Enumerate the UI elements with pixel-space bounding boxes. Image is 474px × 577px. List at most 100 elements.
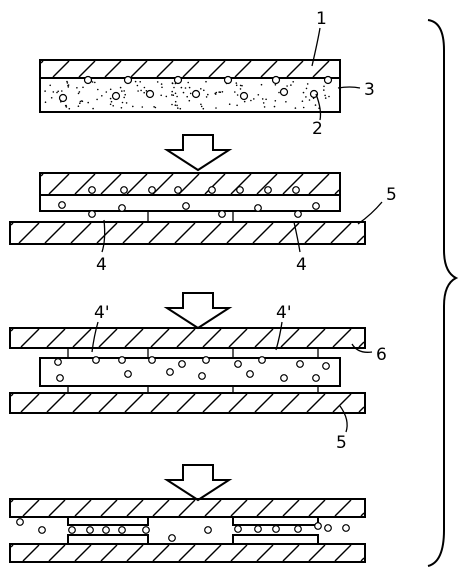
label-4prime-right: 4' (276, 303, 292, 323)
speck (143, 86, 146, 89)
hatch-line (176, 393, 196, 413)
speck (174, 104, 177, 106)
speck (274, 84, 277, 86)
particle (58, 93, 68, 103)
speck (140, 89, 142, 92)
particle (124, 370, 132, 378)
label-3: 3 (364, 80, 375, 100)
speck (91, 81, 94, 83)
speck (171, 103, 173, 106)
particle (296, 360, 304, 368)
speck (189, 92, 192, 95)
particle (118, 526, 126, 534)
hatch-line (330, 222, 352, 244)
speck (180, 86, 183, 89)
speck (141, 106, 144, 108)
speck (77, 105, 80, 107)
step3-upper-sheet (9, 327, 366, 349)
hatch-line (48, 173, 70, 195)
particle (83, 75, 93, 85)
speck (324, 94, 326, 97)
step1-dispersion-layer (39, 77, 341, 113)
speck (302, 91, 305, 94)
particle (254, 204, 262, 212)
speck (176, 104, 178, 107)
hatch-line (10, 393, 14, 397)
particle (118, 204, 126, 212)
hatch-line (252, 222, 274, 244)
step2-middle-layer (39, 194, 341, 212)
speck (174, 92, 177, 95)
speck (203, 89, 205, 92)
particle (292, 186, 300, 194)
particle (174, 186, 182, 194)
hatch-line (254, 393, 274, 413)
step3-dividers-bottom (67, 386, 319, 393)
speck (87, 101, 89, 104)
speck (290, 84, 292, 86)
step1-particles (44, 75, 333, 110)
particle (58, 201, 66, 209)
particle (239, 91, 249, 101)
particle (234, 360, 242, 368)
label-4prime-left: 4' (94, 303, 110, 323)
speck (112, 105, 114, 107)
speck (261, 98, 264, 100)
hatch-line (334, 544, 352, 562)
hatch-line (96, 222, 118, 244)
hatch-line (20, 393, 40, 413)
hatch-line (226, 222, 248, 244)
speck (109, 97, 112, 100)
particle (324, 524, 332, 532)
hatch-line (256, 544, 274, 562)
speck (101, 95, 103, 97)
hatch-line (22, 544, 40, 562)
speck (79, 100, 82, 103)
speck (110, 100, 113, 103)
speck (200, 88, 202, 90)
speck (123, 96, 125, 99)
speck (214, 93, 217, 95)
particle (236, 186, 244, 194)
speck (67, 86, 70, 88)
speck (173, 86, 175, 89)
speck (200, 103, 202, 106)
hatch-line (74, 173, 96, 195)
speck (68, 107, 71, 110)
speck (215, 91, 218, 94)
speck (243, 100, 246, 103)
hatch-line (204, 544, 222, 562)
speck (161, 86, 163, 89)
speck (228, 103, 231, 105)
particle (312, 202, 320, 210)
speck (239, 84, 242, 87)
speck (77, 92, 80, 95)
hatch-line (280, 328, 300, 348)
step3-particles (54, 356, 330, 382)
step3-upper-hatch (10, 328, 365, 348)
particle (148, 186, 156, 194)
particle (254, 525, 262, 533)
particle (208, 186, 216, 194)
hatch-line (334, 499, 352, 517)
hatch-line (312, 60, 330, 78)
speck (79, 102, 81, 104)
hatch-line (178, 173, 200, 195)
speck (236, 104, 238, 107)
speck (76, 87, 78, 89)
right-brace (427, 19, 459, 567)
speck (301, 100, 304, 102)
particle (102, 526, 110, 534)
label-5-bottom: 5 (336, 433, 347, 453)
step2-upper-hatch (40, 173, 340, 195)
speck (145, 90, 148, 92)
step-2: 5 4 4 (9, 172, 397, 275)
hatch-line (22, 499, 40, 517)
particle (68, 526, 76, 534)
speck (105, 91, 108, 93)
particle (280, 374, 288, 382)
hatch-line (20, 328, 40, 348)
hatch-line (46, 393, 66, 413)
step-3: 4' 4' 6 5 (9, 303, 387, 453)
speck (97, 88, 99, 91)
